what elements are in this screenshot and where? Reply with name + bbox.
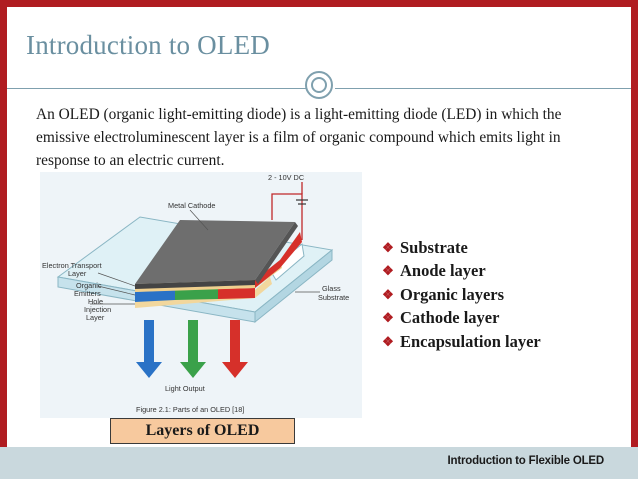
glass-substrate-label-2: Substrate [318, 293, 349, 302]
oled-diagram: 2 - 10V DC Metal Cathode Electron Transp… [40, 172, 362, 418]
diamond-bullet-icon: ❖ [382, 263, 394, 279]
bullet-label: Encapsulation layer [400, 331, 541, 351]
glass-substrate-side [254, 248, 333, 324]
light-arrow-blue [136, 320, 162, 378]
metal-cathode-side [255, 222, 298, 284]
caption-box: Layers of OLED [110, 418, 295, 444]
bullet-item: ❖ Cathode layer [380, 307, 541, 331]
bullet-label: Organic layers [400, 284, 505, 304]
circle-ornament-icon [305, 71, 333, 99]
emitter-green [175, 289, 218, 300]
metal-cathode-top [135, 220, 295, 284]
light-output-label: Light Output [165, 384, 205, 393]
slide-title: Introduction to OLED [26, 30, 270, 60]
bullet-item: ❖ Anode layer [380, 260, 541, 284]
light-arrow-red [222, 320, 248, 378]
layer-bullet-list: ❖Substrate ❖Anode layer ❖Organic layers … [380, 236, 541, 354]
bullet-label: Anode layer [400, 261, 486, 281]
organic-emitters-label-2: Emitters [74, 289, 101, 298]
electron-transport-label-1: Electron Transport [42, 261, 102, 270]
cathode-side-red [255, 232, 302, 288]
wire-positive [271, 193, 303, 240]
glass-substrate-label-1: Glass [322, 284, 341, 293]
bullet-label: Cathode layer [400, 308, 500, 328]
diamond-bullet-icon: ❖ [382, 310, 394, 326]
bullet-item: ❖ Encapsulation layer [380, 330, 541, 354]
title-rule-left [7, 88, 308, 89]
footer-band: Introduction to Flexible OLED [0, 447, 638, 479]
voltage-label: 2 - 10V DC [268, 173, 304, 182]
diamond-bullet-icon: ❖ [382, 286, 394, 302]
organic-emitters-label-1: Organic [76, 281, 102, 290]
light-arrow-green [180, 320, 206, 378]
figure-caption: Figure 2.1: Parts of an OLED [18] [136, 405, 244, 414]
title-rule-right [335, 88, 631, 89]
emitter-red [218, 288, 255, 299]
diamond-bullet-icon: ❖ [382, 239, 394, 255]
bullet-label: Substrate [400, 237, 468, 257]
hole-injection-label-2: Injection [84, 305, 111, 314]
footer-text: Introduction to Flexible OLED [447, 455, 605, 467]
metal-cathode-front [135, 280, 255, 289]
bullet-item: ❖ Organic layers [380, 283, 541, 307]
intro-paragraph: An OLED (organic light-emitting diode) i… [36, 106, 562, 169]
emitter-blue [135, 290, 175, 302]
metal-cathode-label: Metal Cathode [168, 201, 215, 210]
diamond-bullet-icon: ❖ [382, 333, 394, 349]
hole-injection-label-3: Layer [86, 313, 105, 322]
hole-injection-label-1: Hole [88, 297, 103, 306]
bullet-item: ❖ Substrate [380, 236, 541, 260]
electron-transport-label-2: Layer [68, 269, 87, 278]
